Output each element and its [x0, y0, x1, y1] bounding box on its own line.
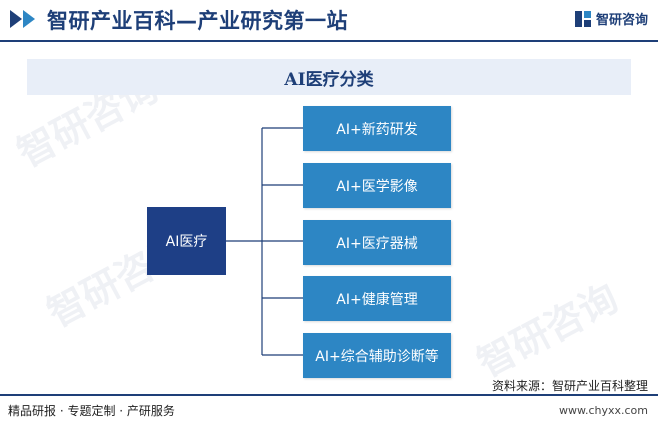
- leaf-node-drug-discovery: AI+新药研发: [303, 106, 451, 151]
- footer-url: www.chyxx.com: [558, 404, 648, 417]
- footer-services: 精品研报 · 专题定制 · 产研服务: [8, 404, 175, 418]
- diagram-title: AI医疗分类: [284, 69, 374, 90]
- double-chevron-icon: [10, 10, 35, 28]
- brand-logo: 智研咨询: [574, 9, 648, 28]
- footer-divider: [0, 394, 658, 396]
- brand-name: 智研咨询: [595, 13, 648, 28]
- source-note: 资料来源：智研产业百科整理: [491, 379, 648, 393]
- header: 智研产业百科—产业研究第一站 智研咨询: [0, 0, 658, 42]
- leaf-node-health-management: AI+健康管理: [303, 276, 451, 321]
- page-title: 智研产业百科—产业研究第一站: [47, 9, 348, 33]
- diagram-title-bar: AI医疗分类: [27, 59, 631, 95]
- leaf-node-medical-imaging: AI+医学影像: [303, 163, 451, 208]
- leaf-node-medical-devices: AI+医疗器械: [303, 220, 451, 265]
- brand-icon: [574, 10, 591, 27]
- root-node: AI医疗: [147, 207, 226, 275]
- leaf-node-assisted-diagnosis: AI+综合辅助诊断等: [303, 333, 451, 378]
